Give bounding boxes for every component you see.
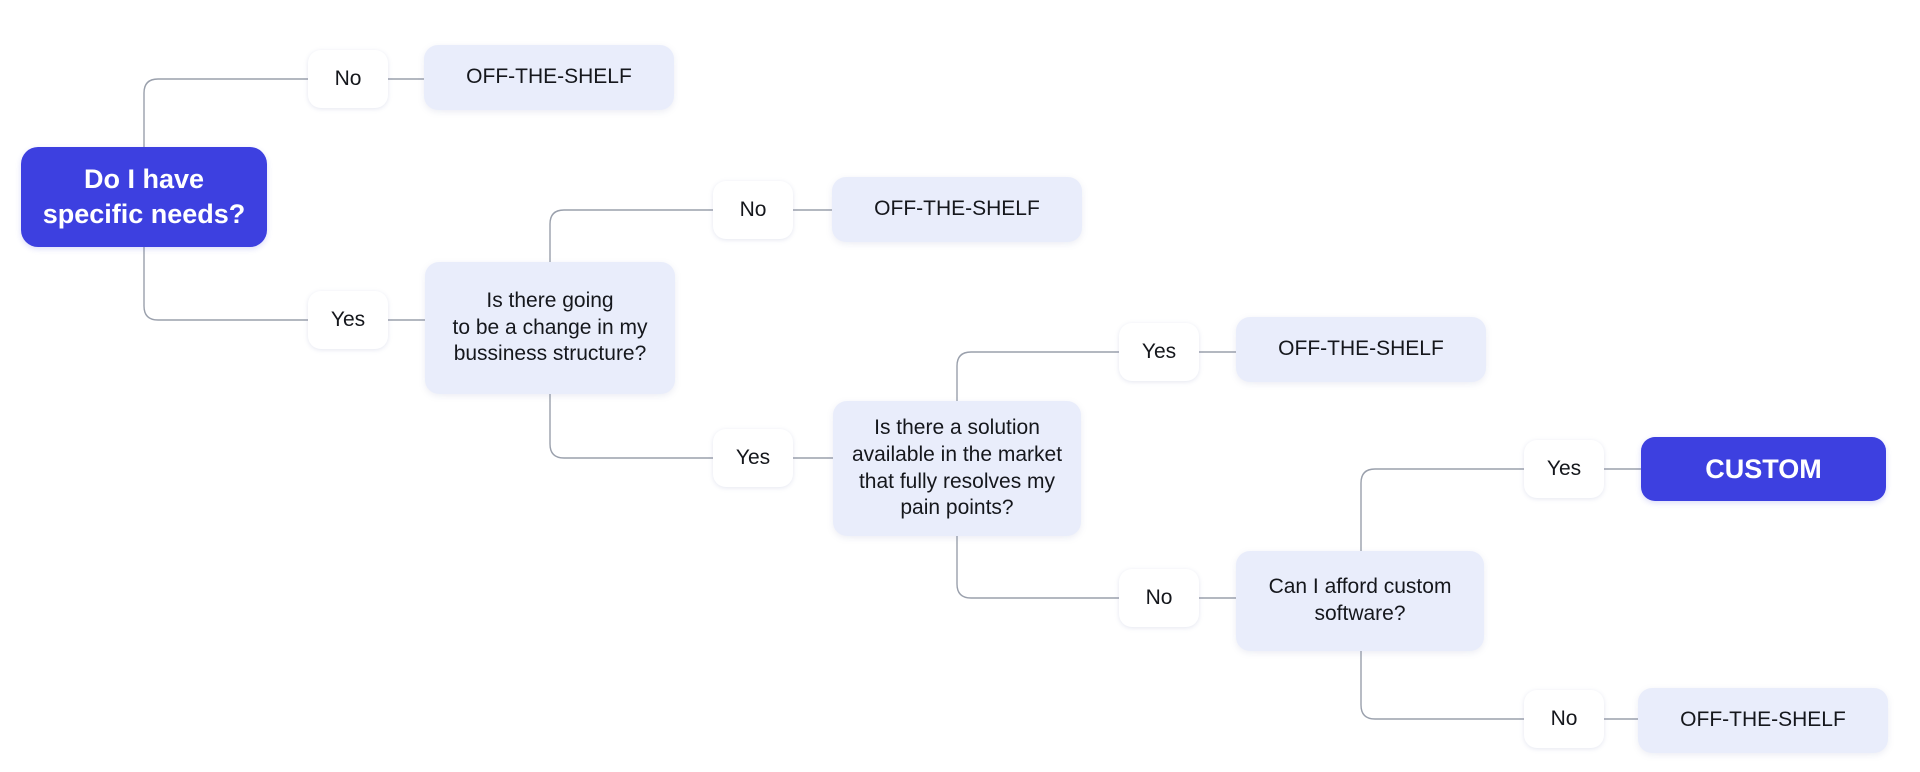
node-root-question[interactable]: Do I have specific needs? (21, 147, 267, 247)
edge-q3-no (1360, 650, 1525, 720)
edge-label-q1-yes[interactable]: Yes (713, 429, 793, 487)
node-result-off-the-shelf-4[interactable]: OFF-THE-SHELF (1638, 688, 1888, 753)
edge-q1-no (549, 209, 714, 263)
edge-label-q2-no[interactable]: No (1119, 569, 1199, 627)
node-result-off-the-shelf-1[interactable]: OFF-THE-SHELF (424, 45, 674, 110)
edge-q3-yes (1360, 468, 1525, 552)
node-question-market-solution[interactable]: Is there a solution available in the mar… (833, 401, 1081, 536)
node-result-off-the-shelf-2[interactable]: OFF-THE-SHELF (832, 177, 1082, 242)
edge-label-root-no[interactable]: No (308, 50, 388, 108)
edge-label-q3-no[interactable]: No (1524, 690, 1604, 748)
edge-q1-yes (549, 393, 714, 459)
node-result-off-the-shelf-3[interactable]: OFF-THE-SHELF (1236, 317, 1486, 382)
edge-q2-yes (956, 351, 1120, 402)
node-question-business-structure[interactable]: Is there going to be a change in my buss… (425, 262, 675, 394)
edge-label-q2-yes[interactable]: Yes (1119, 323, 1199, 381)
edge-label-q3-yes[interactable]: Yes (1524, 440, 1604, 498)
node-result-custom[interactable]: CUSTOM (1641, 437, 1886, 501)
node-question-afford-custom[interactable]: Can I afford custom software? (1236, 551, 1484, 651)
edge-label-q1-no[interactable]: No (713, 181, 793, 239)
edge-q2-no (956, 535, 1120, 599)
edge-label-root-yes[interactable]: Yes (308, 291, 388, 349)
